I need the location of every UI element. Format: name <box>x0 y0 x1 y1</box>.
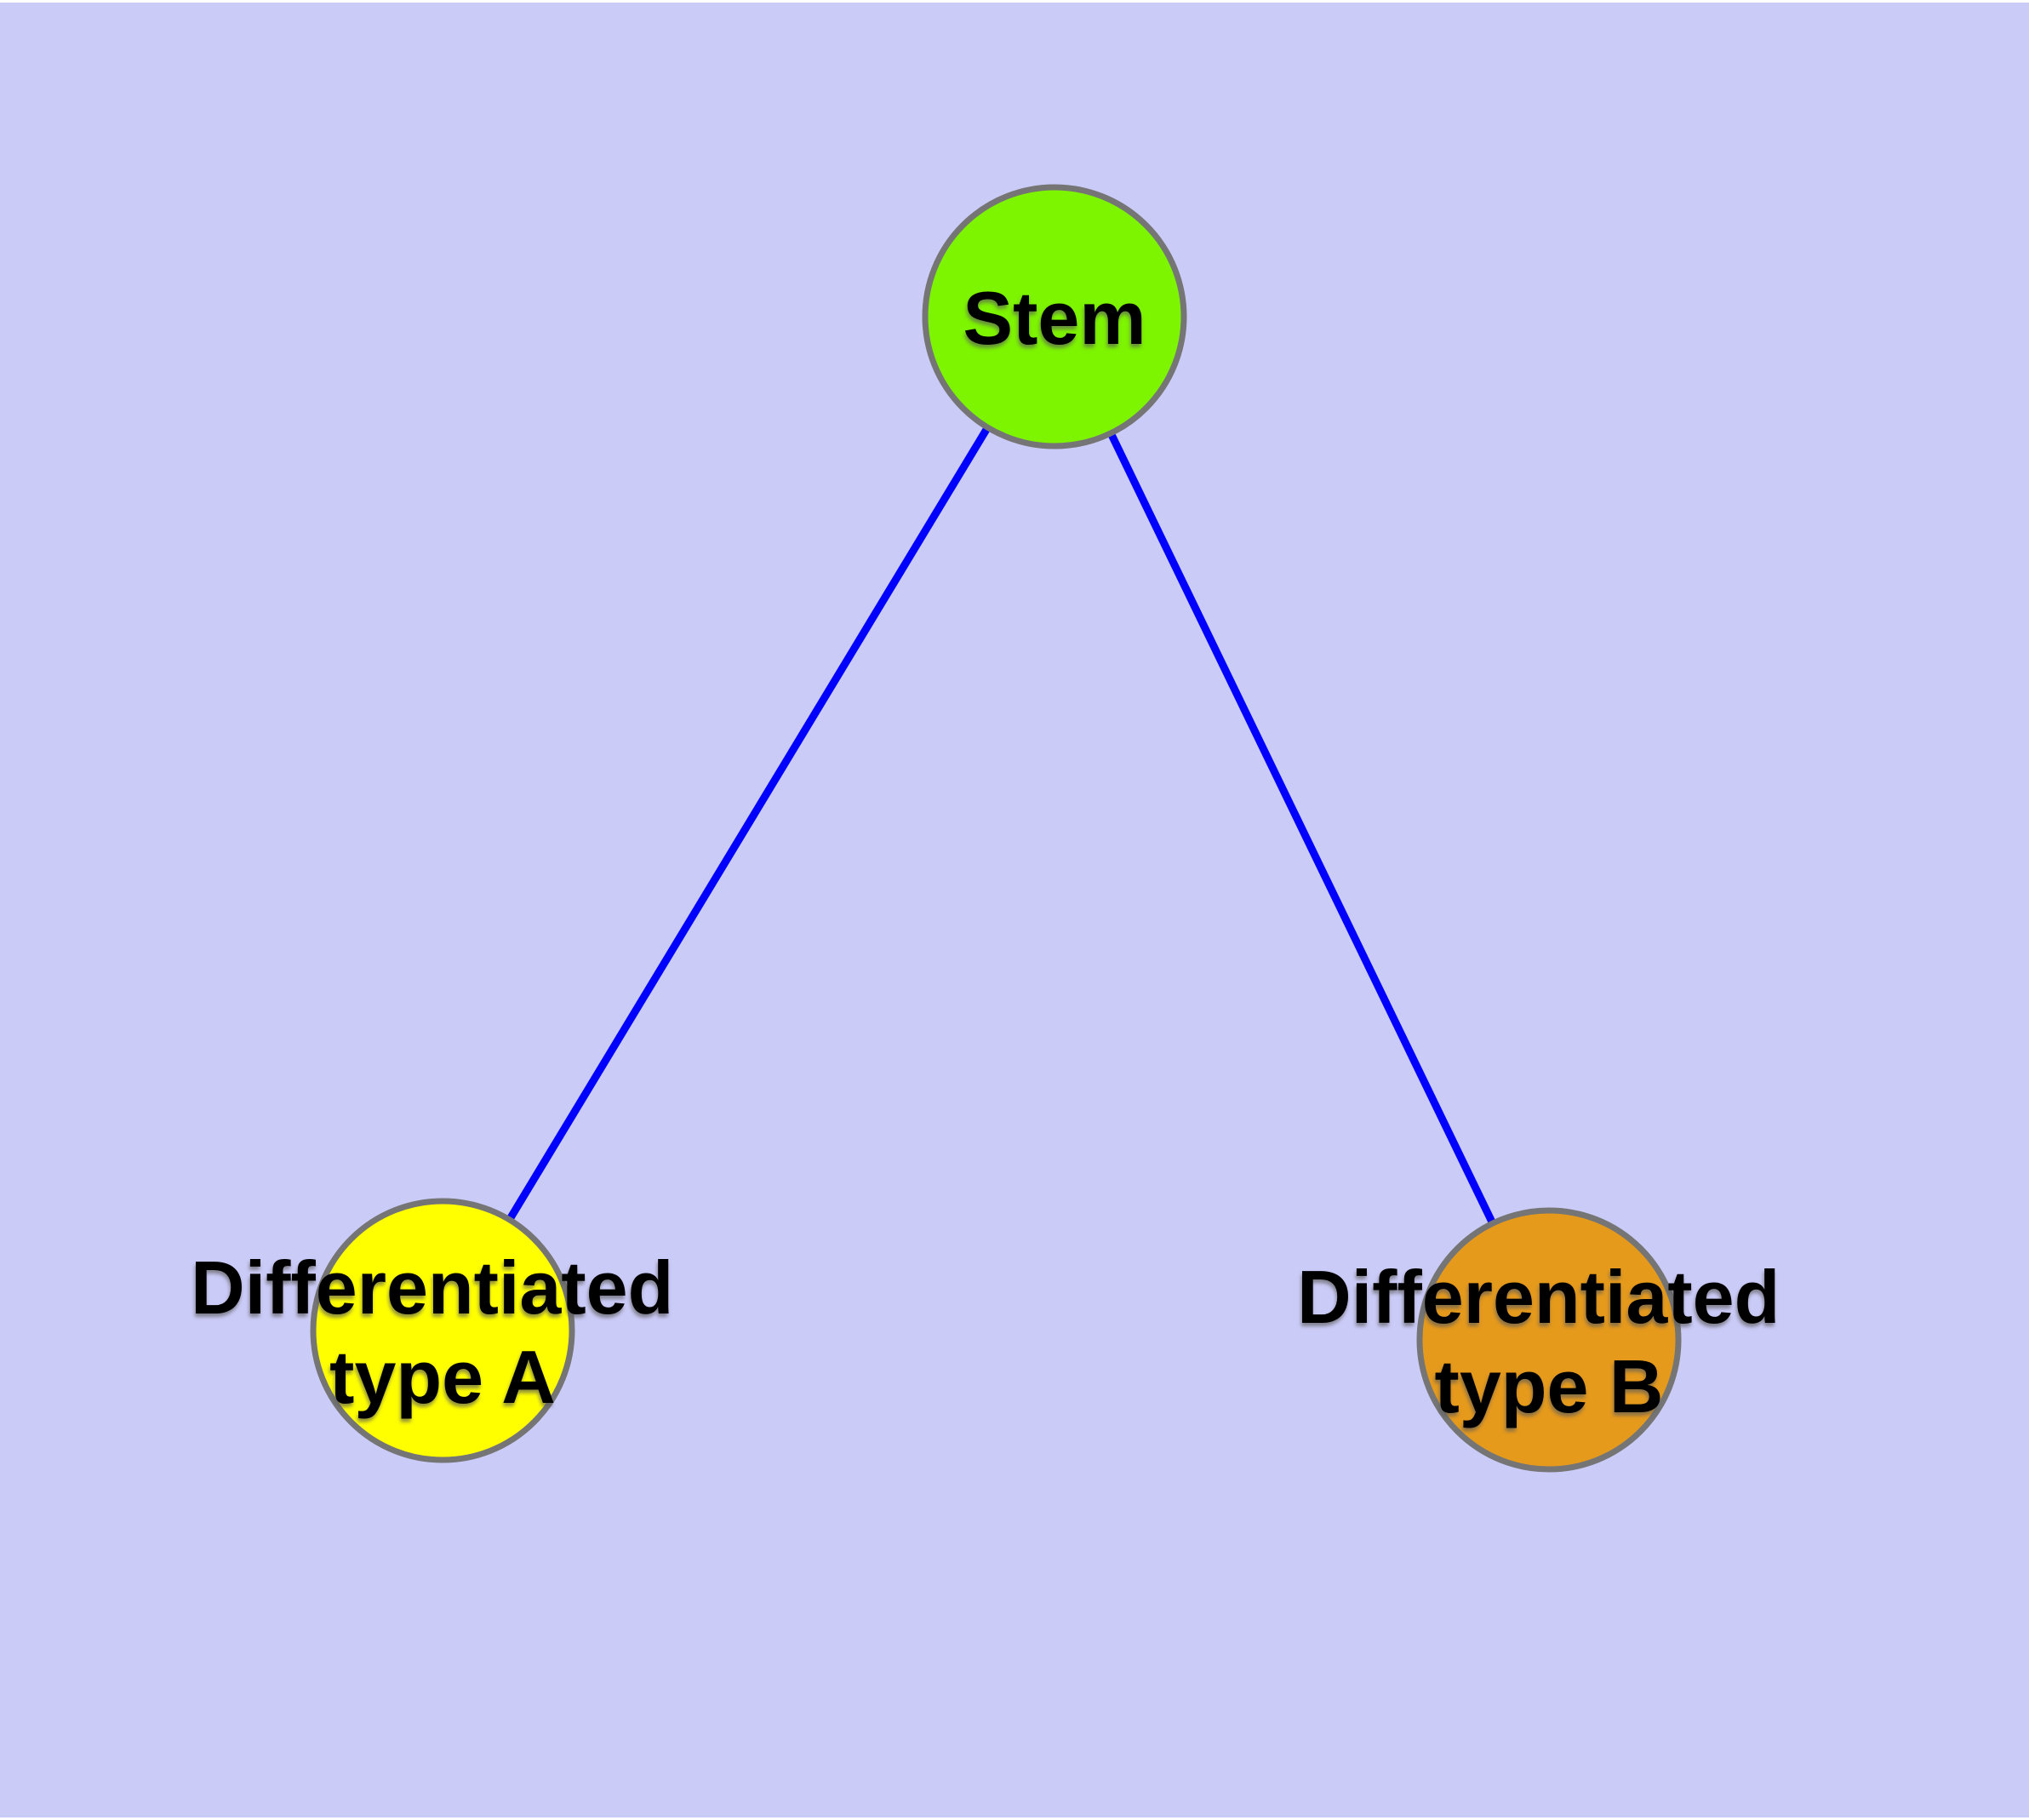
node-differentiated-type-b-label-line1: Differentiated <box>1297 1255 1780 1339</box>
node-differentiated-type-b-label-line2: type B <box>1435 1344 1664 1428</box>
node-stem-circle <box>922 184 1187 449</box>
edge-stem-to-differentiated-type-a <box>439 314 1058 1333</box>
node-differentiated-type-a-label-line2: type A <box>329 1335 556 1419</box>
node-differentiated-type-a-label: Differentiated type A <box>191 1245 694 1419</box>
node-stem-label: Stem <box>963 276 1146 360</box>
node-differentiated-type-a-label-line1: Differentiated <box>191 1245 673 1330</box>
node-differentiated-type-a-circle <box>310 1198 575 1463</box>
node-differentiated-type-b-circle <box>1416 1207 1682 1473</box>
edge-stem-to-differentiated-type-b <box>1050 315 1553 1342</box>
node-differentiated-type-b-label: Differentiated type B <box>1297 1255 1801 1428</box>
